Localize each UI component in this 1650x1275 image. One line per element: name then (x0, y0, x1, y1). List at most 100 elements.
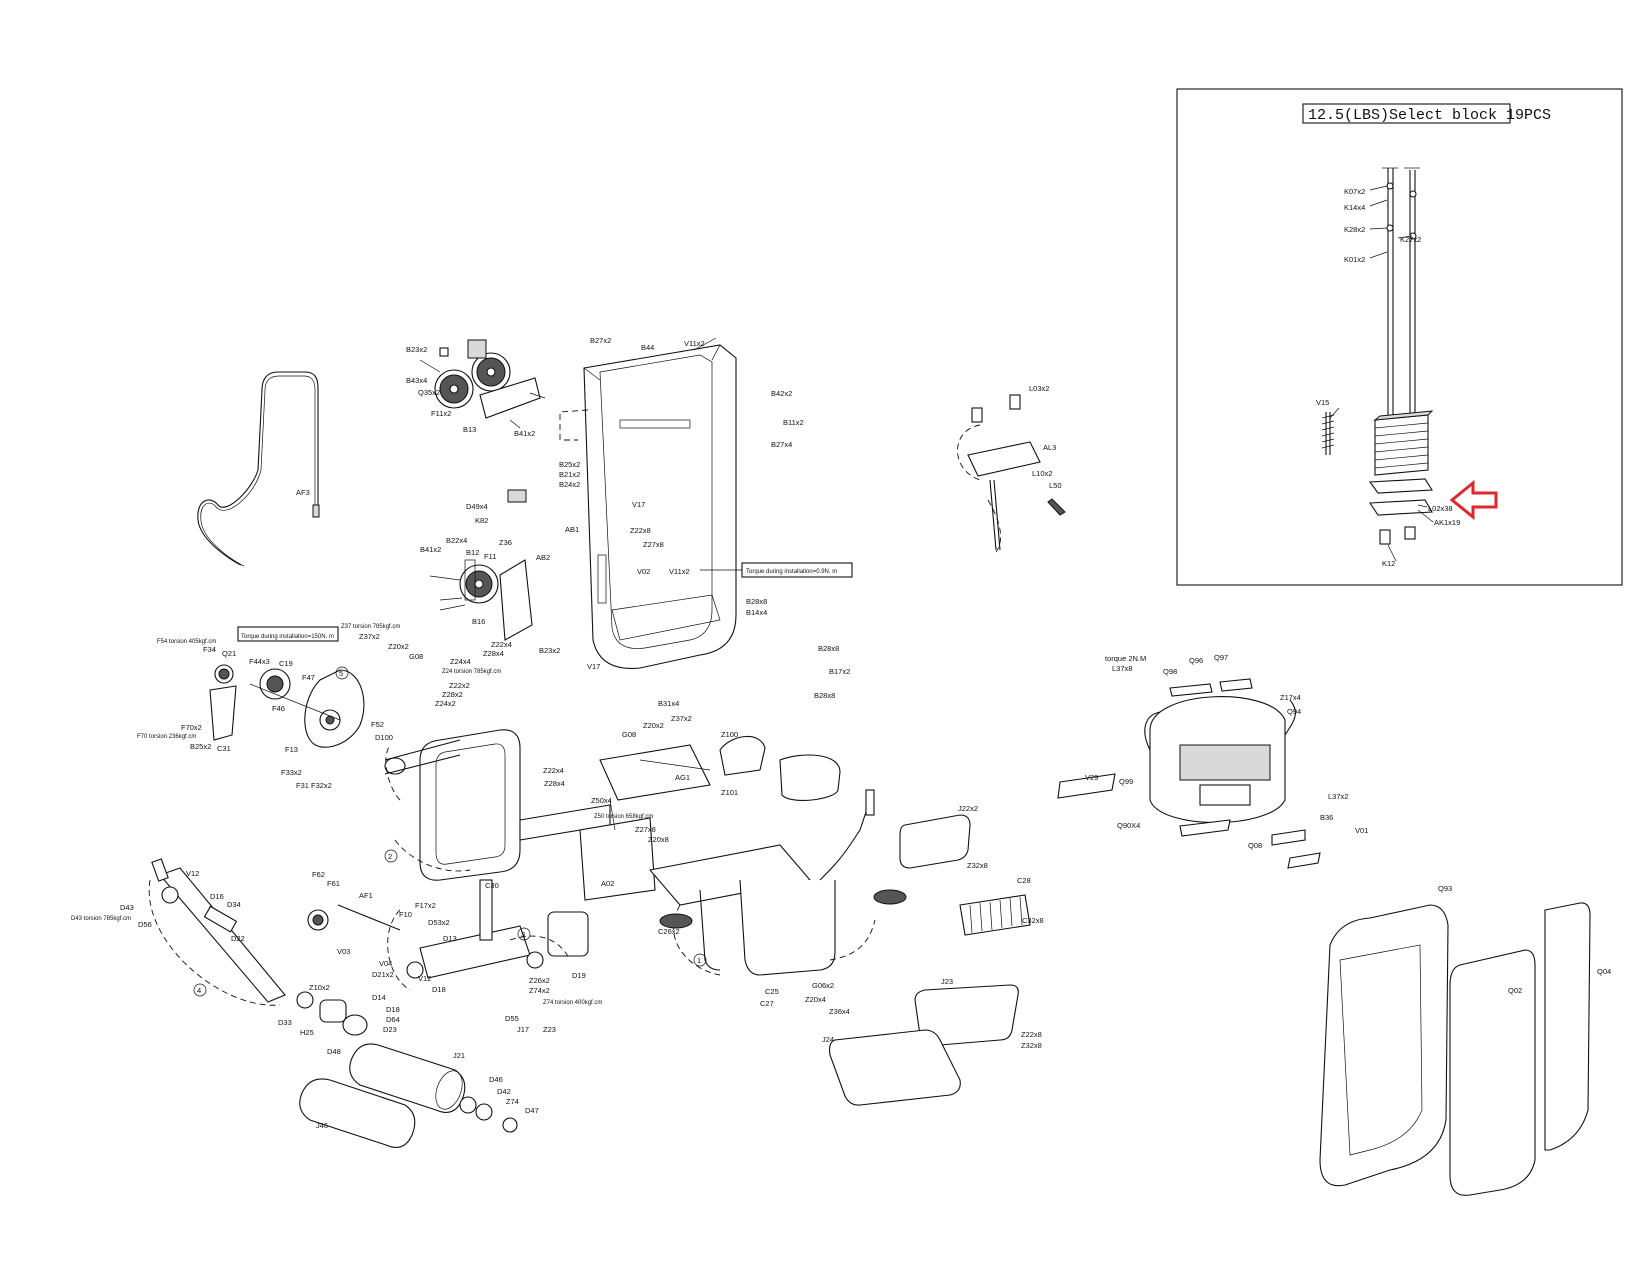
label-q96: Q96 (1189, 656, 1203, 665)
label-f32: F32x2 (311, 781, 332, 790)
label-z20c: Z20x8 (648, 835, 669, 844)
seat-j24 (829, 1029, 961, 1106)
label-b23b: B23x2 (539, 646, 560, 655)
mid-pulley-assembly (429, 489, 533, 641)
main-frame (583, 337, 737, 669)
top-pulley-assembly (419, 339, 546, 429)
label-q94: Q94 (1287, 707, 1301, 716)
label-z28b: Z28x2 (442, 690, 463, 699)
label-ab1: AB1 (565, 525, 579, 534)
shroud-q93 (1319, 904, 1449, 1187)
label-b13: B13 (463, 425, 476, 434)
label-z17: Z17x4 (1280, 693, 1301, 702)
leg-arm-assembly (307, 879, 589, 991)
label-v12a: V12 (186, 869, 199, 878)
label-k27: K27x2 (1400, 235, 1421, 244)
label-d42: D42 (497, 1087, 511, 1096)
label-q02: Q02 (1508, 986, 1522, 995)
label-b41b: B41x2 (420, 545, 441, 554)
label-z26: Z26x2 (529, 976, 550, 985)
label-b43: B43x4 (406, 376, 427, 385)
callout-1: 1 (697, 956, 701, 965)
bottom-plate-b (1369, 499, 1433, 516)
label-v11a: V11x2 (684, 339, 705, 348)
label-k14: K14x4 (1344, 203, 1365, 212)
label-q98: Q98 (1163, 667, 1177, 676)
cam-assembly (209, 626, 365, 748)
label-c26: C26x2 (658, 927, 680, 936)
label-z37a: Z37 torsion 785kgf.cm (341, 624, 400, 630)
label-d19: D19 (572, 971, 586, 980)
cable-assembly (197, 371, 320, 567)
label-v12b: V12 (418, 974, 431, 983)
label-z22b: Z22x4 (491, 640, 512, 649)
bumper-right (1404, 526, 1416, 540)
label-c30: C30 (485, 881, 499, 890)
label-b14: B14x4 (746, 608, 767, 617)
label-af1: AF1 (359, 891, 373, 900)
callout-3: 3 (521, 930, 525, 939)
label-z10: Z10x2 (309, 983, 330, 992)
label-z27: Z27x8 (635, 825, 656, 834)
label-f54: F54 torsion 405kgf.cm (157, 639, 216, 645)
label-d47: D47 (525, 1106, 539, 1115)
label-z74t: Z74 torsion 400kgf.cm (543, 1000, 602, 1006)
label-z37c: Z37x2 (671, 714, 692, 723)
label-v04: V04 (379, 959, 392, 968)
label-v03: V03 (337, 947, 350, 956)
label-ab2: AB2 (536, 553, 550, 562)
label-d21: D21x2 (372, 970, 394, 979)
label-f31: F31 (296, 781, 309, 790)
label-f10: F10 (399, 910, 412, 919)
callout-5: 5 (339, 669, 343, 678)
label-plate-v29 (1057, 773, 1116, 799)
label-q08: Q08 (1248, 841, 1262, 850)
label-v01: V01 (1355, 826, 1368, 835)
label-l10: L10x2 (1032, 469, 1052, 478)
label-c31: C31 (217, 744, 231, 753)
label-d43t: D43 torsion 785kgf.cm (71, 916, 131, 922)
label-f47: F47 (302, 673, 315, 682)
label-z20d: Z20x4 (805, 995, 826, 1004)
label-b23: B23x2 (406, 345, 427, 354)
select-block-inset: 12.5(LBS)Select block 19PCS (1176, 88, 1623, 586)
label-z24b: Z24x2 (435, 699, 456, 708)
label-j23: J23 (941, 977, 953, 986)
label-b16: B16 (472, 617, 485, 626)
label-q21: Q21 (222, 649, 236, 658)
label-c32: C32x8 (1022, 916, 1044, 925)
label-z74b: Z74 (506, 1097, 519, 1106)
part-labels: AF3 B23x2 B43x4 Q35x2 F11x2 B13 B41x2 B2… (71, 336, 1611, 1130)
al3-bracket (957, 394, 1066, 553)
label-f11x2: F11x2 (431, 409, 451, 418)
assembly-callouts: 1 2 3 4 5 (193, 666, 707, 997)
foot-pad (659, 913, 693, 929)
label-v11b: V11x2 (669, 567, 690, 576)
label-b28a: B28x8 (746, 597, 767, 606)
label-z23: Z23 (543, 1025, 556, 1034)
label-b36: B36 (1320, 813, 1333, 822)
label-f17: F17x2 (415, 901, 436, 910)
label-k28: K28x2 (1344, 225, 1365, 234)
label-f52: F52 (371, 720, 384, 729)
label-d48: D48 (327, 1047, 341, 1056)
highlight-arrow (1449, 479, 1498, 521)
label-z36x4: Z36x4 (829, 1007, 850, 1016)
label-z36: Z36 (499, 538, 512, 547)
label-b31: B31x4 (658, 699, 679, 708)
label-k82: K82 (475, 516, 488, 525)
label-b25b: B25x2 (190, 742, 211, 751)
label-z32b: Z32x8 (1021, 1041, 1042, 1050)
label-q99: Q99 (1119, 777, 1133, 786)
label-z101: Z101 (721, 788, 738, 797)
label-torque-left: Torque during installation=150N. m (241, 634, 334, 640)
label-b44: B44 (641, 343, 654, 352)
label-d13: D13 (443, 934, 457, 943)
label-d56: D56 (138, 920, 152, 929)
label-k12: K12 (1382, 559, 1395, 568)
label-d16: D16 (210, 892, 224, 901)
selector-pin (1321, 412, 1335, 455)
label-b28c: B28x8 (814, 691, 835, 700)
label-z24a: Z24x4 (450, 657, 471, 666)
label-q93: Q93 (1438, 884, 1452, 893)
